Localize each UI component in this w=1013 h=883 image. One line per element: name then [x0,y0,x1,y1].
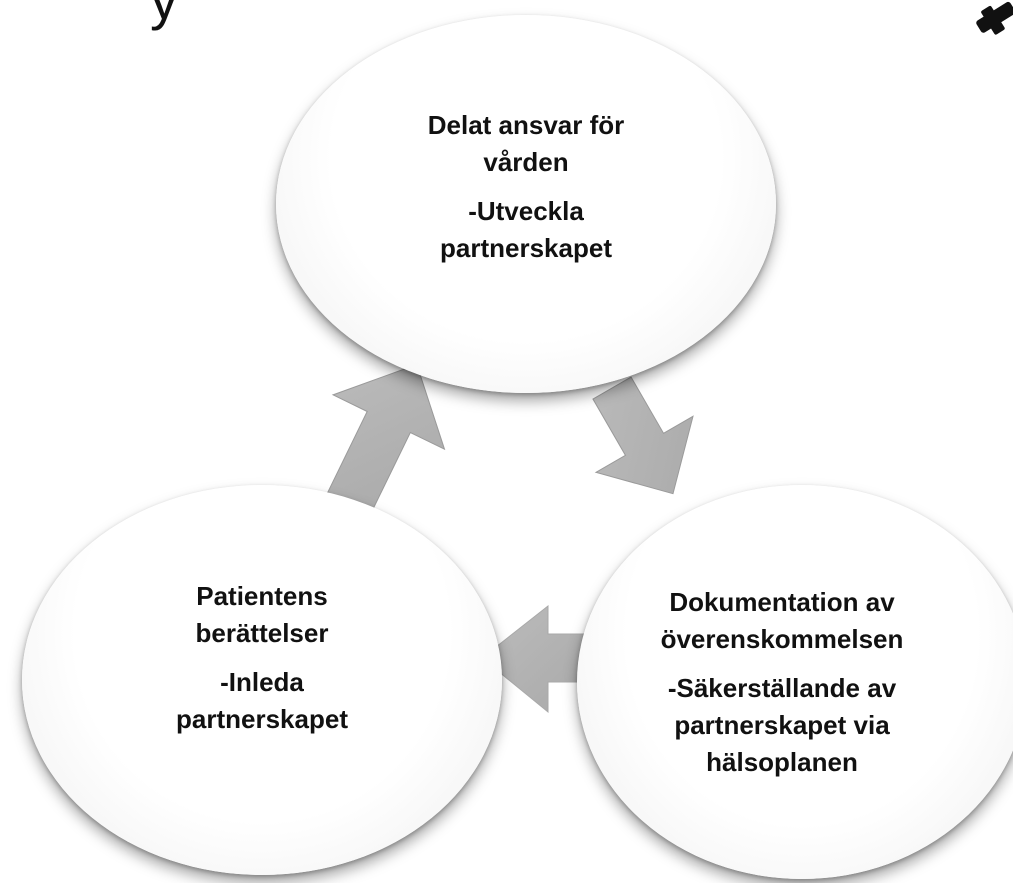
node-right-line-2: överenskommelsen [660,623,904,654]
corner-logo-icon [976,1,1013,35]
node-top-line-4: partnerskapet [440,233,612,263]
node-top-line-3: -Utveckla [468,196,584,226]
node-right-line-3: -Säkerställande av [667,672,897,703]
node-left-line-2: berättelser [195,618,329,648]
partial-title: y [150,0,178,28]
node-right-line-1: Dokumentation av [669,586,895,617]
node-right-line-5: hälsoplanen [706,746,858,777]
node-right-line-4: partnerskapet via [674,709,890,740]
arrow-top-to-right [592,376,694,495]
node-shared-responsibility: Delat ansvar för vården -Utveckla partne… [276,15,776,393]
node-left-line-4: partnerskapet [176,704,348,734]
node-documentation: Dokumentation av överenskommelsen -Säker… [577,485,1013,879]
node-patient-narratives: Patientens berättelser -Inleda partnersk… [22,485,502,875]
node-left-line-1: Patientens [196,581,328,611]
arrow-left-to-top [327,363,446,515]
node-left-line-3: -Inleda [220,667,304,697]
node-top-line-2: vården [483,147,569,177]
node-top-line-1: Delat ansvar för [427,110,625,140]
